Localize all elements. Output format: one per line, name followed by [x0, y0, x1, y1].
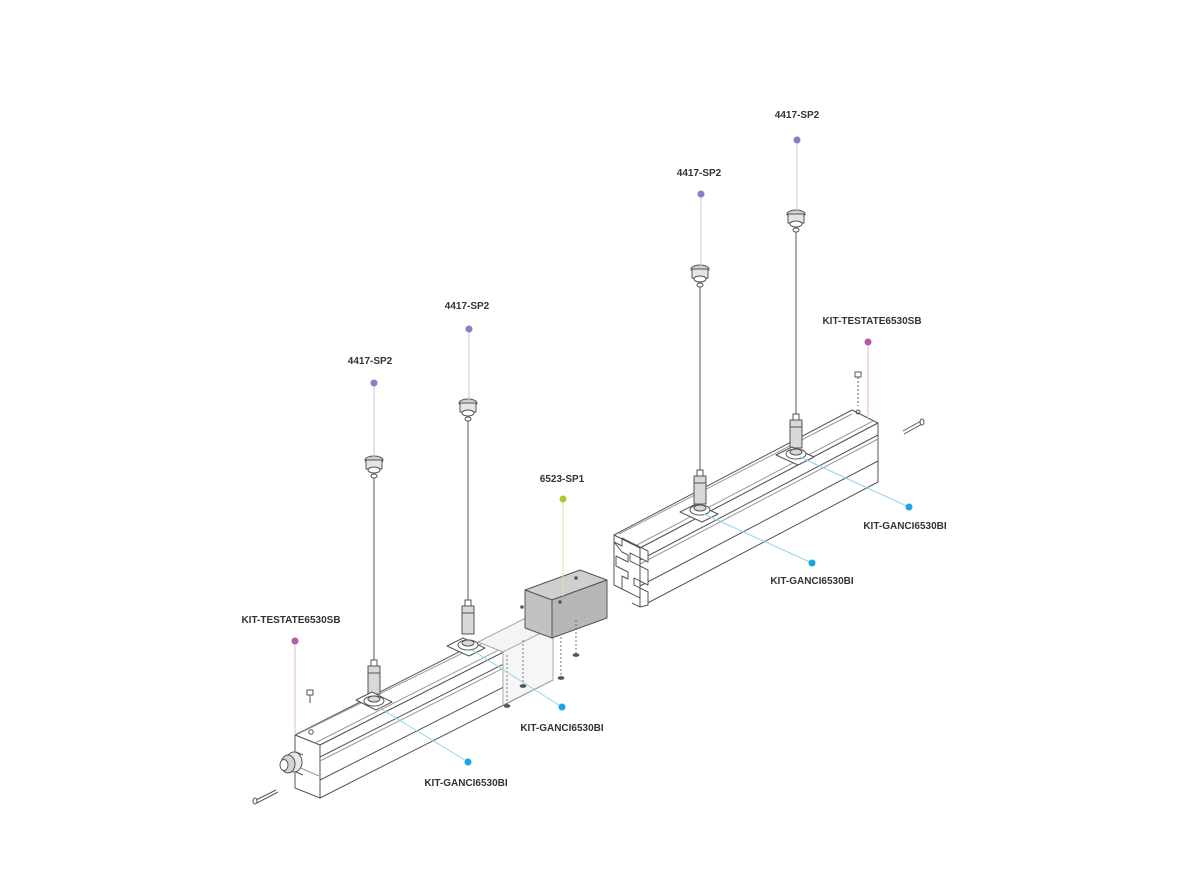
suspension-kit-1	[355, 455, 393, 711]
left-profile	[294, 616, 554, 799]
right-top-screw	[854, 371, 862, 406]
label-4417-sp2: 4417-SP2	[444, 301, 490, 312]
right-end-screw	[902, 418, 925, 435]
suspension-kit-4	[775, 209, 815, 466]
callout-dot	[793, 136, 801, 144]
callout-dot	[905, 503, 913, 511]
callout-dot	[558, 703, 566, 711]
right-profile	[613, 409, 879, 608]
callout-dot	[864, 338, 872, 346]
callout-dot	[559, 495, 567, 503]
callout-dot	[808, 559, 816, 567]
callout-dot	[370, 379, 378, 387]
callout-dot	[464, 758, 472, 766]
left-end-screw	[252, 789, 279, 805]
suspension-kit-3	[679, 264, 719, 523]
joint-screws	[503, 620, 580, 708]
label-kit-ganci6530bi: KIT-GANCI6530BI	[424, 778, 508, 789]
callout-dot	[291, 637, 299, 645]
callout-dot	[697, 190, 705, 198]
left-top-screw	[306, 689, 314, 703]
cable-gland	[279, 751, 304, 776]
callout-dot	[465, 325, 473, 333]
label-kit-testate6530sb: KIT-TESTATE6530SB	[822, 316, 922, 327]
label-kit-testate6530sb: KIT-TESTATE6530SB	[241, 615, 341, 626]
joint-connector	[520, 569, 608, 639]
label-4417-sp2: 4417-SP2	[774, 110, 820, 121]
label-kit-ganci6530bi: KIT-GANCI6530BI	[770, 576, 854, 587]
suspension-kit-2	[446, 398, 486, 657]
label-4417-sp2: 4417-SP2	[676, 168, 722, 179]
label-kit-ganci6530bi: KIT-GANCI6530BI	[863, 521, 947, 532]
label-kit-ganci6530bi: KIT-GANCI6530BI	[520, 723, 604, 734]
label-4417-sp2: 4417-SP2	[347, 356, 393, 367]
callout-leaders	[291, 136, 913, 766]
label-6523-sp1: 6523-SP1	[539, 474, 585, 485]
